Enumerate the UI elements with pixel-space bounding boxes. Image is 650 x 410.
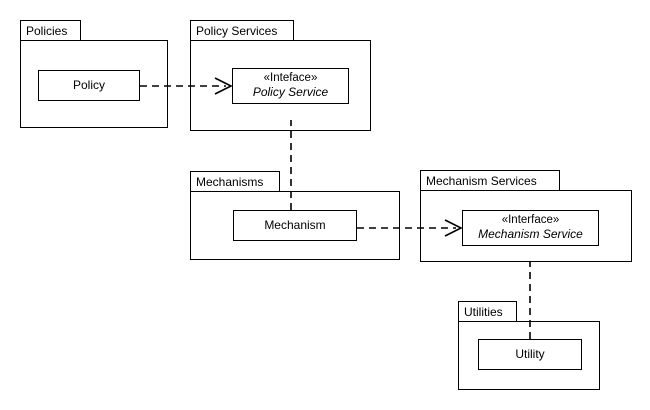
package-policies-label: Policies bbox=[26, 23, 68, 38]
package-utilities-label: Utilities bbox=[464, 304, 503, 319]
interface-policy-service-stereotype: «Inteface» bbox=[263, 72, 318, 85]
class-policy[interactable]: Policy bbox=[38, 70, 140, 101]
package-mechanism-services-tab: Mechanism Services bbox=[420, 170, 560, 190]
class-mechanism[interactable]: Mechanism bbox=[233, 210, 357, 241]
interface-policy-service-label: Policy Service bbox=[252, 84, 329, 99]
package-policy-services-tab: Policy Services bbox=[190, 20, 294, 40]
interface-policy-service[interactable]: «Inteface» Policy Service bbox=[232, 68, 349, 104]
package-policies-tab: Policies bbox=[20, 20, 81, 40]
class-utility[interactable]: Utility bbox=[478, 339, 582, 370]
package-policy-services-label: Policy Services bbox=[196, 23, 278, 38]
package-mechanisms-label: Mechanisms bbox=[196, 174, 264, 189]
interface-mechanism-service-stereotype: «Interface» bbox=[501, 214, 560, 227]
package-mechanism-services-label: Mechanism Services bbox=[426, 173, 537, 188]
interface-mechanism-service-label: Mechanism Service bbox=[478, 226, 583, 241]
class-mechanism-label: Mechanism bbox=[264, 217, 326, 232]
class-policy-label: Policy bbox=[72, 77, 105, 92]
interface-mechanism-service[interactable]: «Interface» Mechanism Service bbox=[462, 210, 599, 246]
class-utility-label: Utility bbox=[515, 346, 545, 361]
package-utilities-tab: Utilities bbox=[458, 301, 517, 321]
package-mechanisms-tab: Mechanisms bbox=[190, 171, 280, 191]
